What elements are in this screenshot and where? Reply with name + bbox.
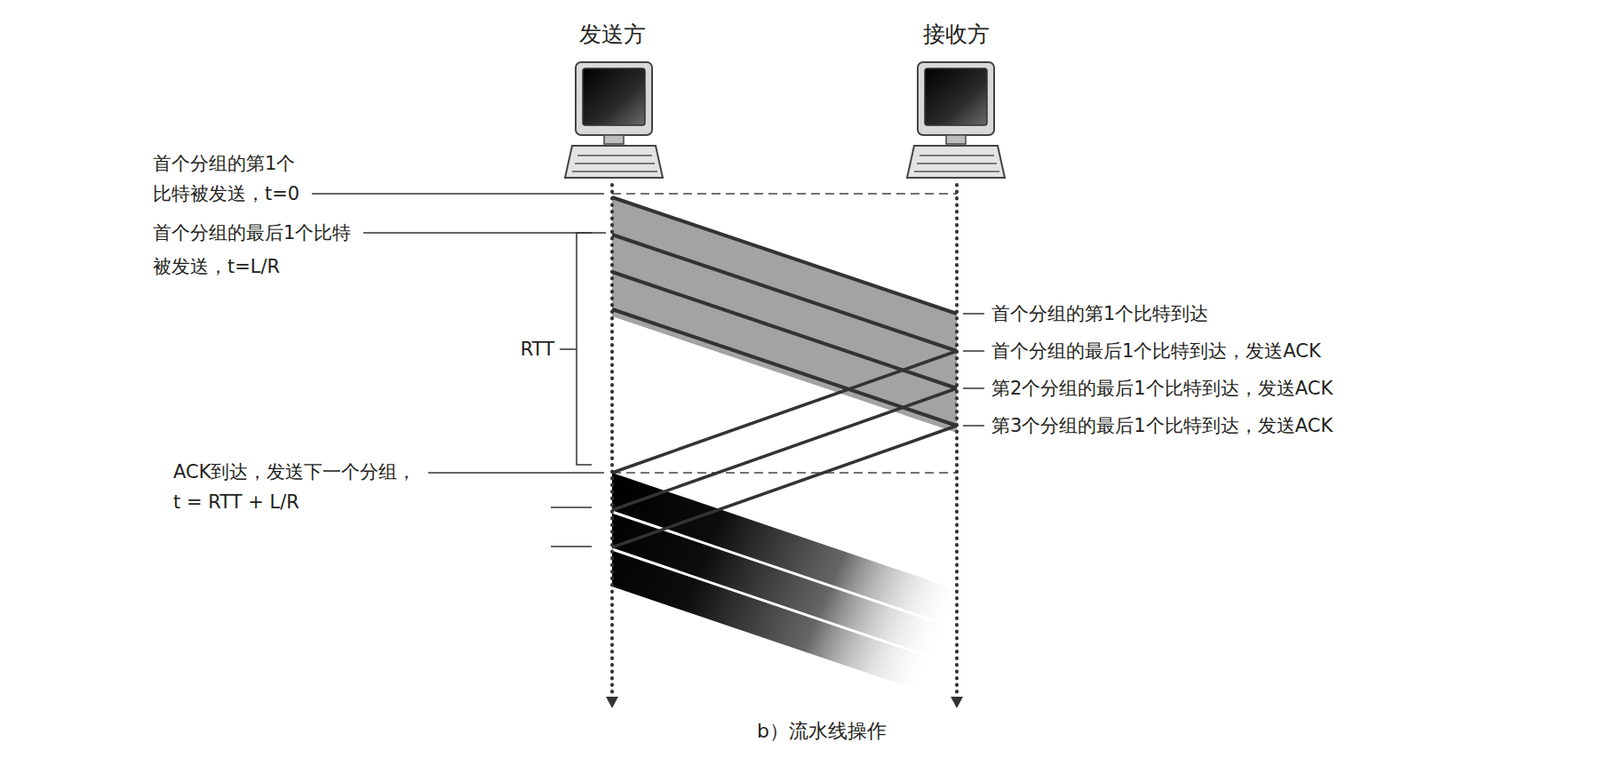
annotation-label: RTT (520, 335, 555, 363)
label-box: 首个分组的最后1个比特 被发送，t=L/R (152, 215, 355, 284)
timeline (955, 184, 959, 695)
label-box: 首个分组的第1个比特到达 (991, 300, 1209, 327)
dashed-line (612, 192, 957, 195)
packet-line (612, 197, 957, 314)
label-box: ACK到达，发送下一个分组， t = RTT + L/R (173, 456, 420, 518)
leader-line (311, 192, 605, 195)
timeline-arrow (950, 696, 964, 709)
ack-line (612, 388, 957, 510)
rtt-bracket (576, 232, 592, 465)
label-box: 第3个分组的最后1个比特到达，发送ACK (991, 412, 1333, 439)
tick-line (550, 545, 592, 548)
leader-line (363, 231, 606, 234)
dashed-line (612, 471, 957, 474)
timeline-arrow (605, 696, 619, 709)
packet-band (612, 197, 957, 433)
annotation-label: 首个分组的最后1个比特 被发送，t=L/R (152, 215, 355, 284)
host-label: 接收方 (923, 19, 990, 49)
ack-line (612, 425, 957, 548)
host-node: 接收方 (923, 19, 990, 49)
annotation-label: 首个分组的第1个 比特被发送，t=0 (152, 148, 303, 209)
computer-icon (907, 62, 1005, 178)
leader-line (963, 350, 985, 352)
leader-line (963, 387, 985, 390)
tick-line (550, 506, 592, 509)
packet-line (612, 549, 951, 664)
ack-line (612, 350, 957, 473)
leader-line (963, 424, 985, 427)
label-box: 首个分组的第1个 比特被发送，t=0 (152, 148, 303, 209)
label-box: 首个分组的最后1个比特到达，发送ACK (991, 337, 1322, 365)
computer-icon (565, 62, 663, 178)
timeline (610, 184, 614, 695)
annotation-label: 第2个分组的最后1个比特到达，发送ACK (991, 374, 1333, 402)
figure-caption: b）流水线操作 (756, 717, 887, 745)
annotation-label: ACK到达，发送下一个分组， t = RTT + L/R (173, 456, 420, 518)
label-box: RTT (520, 335, 555, 363)
label-box: 第2个分组的最后1个比特到达，发送ACK (991, 374, 1333, 402)
host-label: 发送方 (579, 19, 646, 49)
leader-line (963, 312, 985, 315)
packet-line (612, 234, 957, 351)
host-node: 发送方 (579, 19, 646, 49)
leader-line (559, 348, 577, 351)
annotation-label: 第3个分组的最后1个比特到达，发送ACK (991, 412, 1333, 439)
caption-box: b）流水线操作 (756, 717, 887, 745)
annotation-label: 首个分组的最后1个比特到达，发送ACK (991, 337, 1322, 365)
annotation-label: 首个分组的第1个比特到达 (991, 300, 1209, 327)
leader-line (428, 471, 605, 474)
next-packet-band (612, 472, 951, 701)
